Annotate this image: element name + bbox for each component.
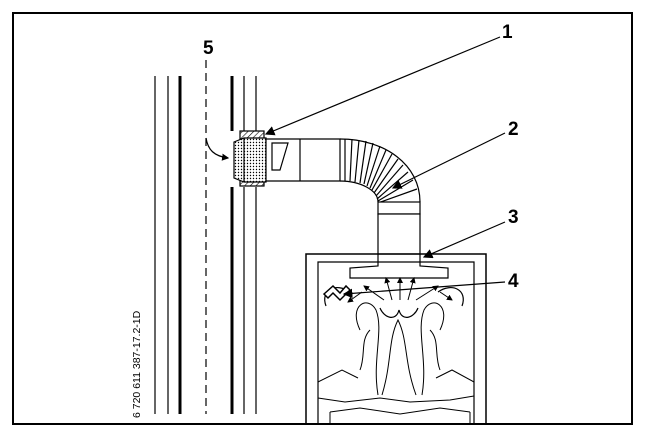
flue-flow-arrow bbox=[205, 137, 230, 161]
chimney-shaft bbox=[154, 60, 257, 414]
flue-elbow bbox=[339, 138, 421, 204]
callout-5-label: 5 bbox=[203, 38, 214, 59]
document-number: 6 720 611 387-17.2-1D bbox=[131, 310, 143, 418]
wall-connector bbox=[233, 130, 267, 187]
appliance-housing bbox=[305, 253, 487, 424]
callout-1-label: 1 bbox=[502, 22, 513, 43]
callout-4-label: 4 bbox=[508, 271, 519, 292]
figure-frame bbox=[12, 12, 633, 425]
callout-2-label: 2 bbox=[508, 119, 519, 140]
horizontal-flue-pipe bbox=[265, 138, 341, 182]
flame-contours bbox=[355, 302, 445, 396]
combustion-chamber bbox=[317, 369, 475, 424]
callout-3-label: 3 bbox=[508, 207, 519, 228]
vertical-flue-pipe bbox=[377, 201, 421, 255]
leader-lines bbox=[264, 36, 506, 299]
